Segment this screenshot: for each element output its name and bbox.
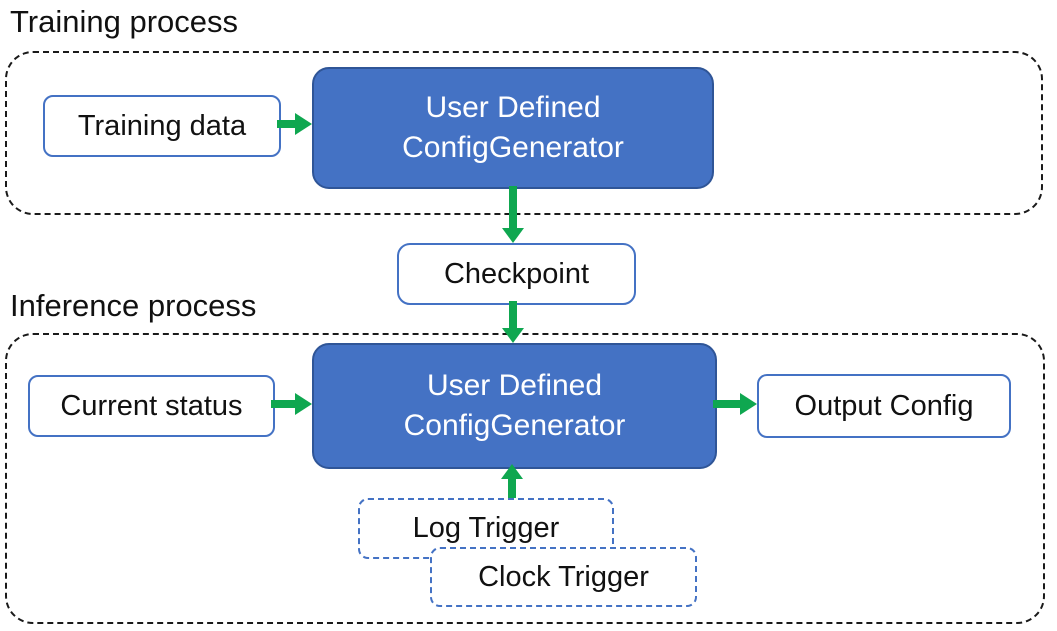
arrow-shaft (277, 120, 295, 128)
arrow-training-data-to-generator (277, 113, 312, 135)
log-trigger-label: Log Trigger (412, 512, 560, 544)
output-config-label: Output Config (794, 389, 974, 422)
arrow-head-down-icon (502, 328, 524, 343)
training-process-container (5, 51, 1043, 215)
training-generator-box: User Defined ConfigGenerator (312, 67, 714, 189)
arrow-shaft (508, 479, 516, 498)
current-status-label: Current status (60, 389, 243, 422)
arrow-head-right-icon (740, 393, 757, 415)
training-process-label: Training process (10, 4, 239, 39)
inference-process-label: Inference process (10, 288, 257, 323)
current-status-box: Current status (28, 375, 275, 437)
arrow-head-right-icon (295, 113, 312, 135)
clock-trigger-label: Clock Trigger (478, 560, 649, 593)
clock-trigger-box: Clock Trigger (430, 547, 697, 607)
arrow-current-status-to-generator (271, 393, 312, 415)
inference-generator-box: User Defined ConfigGenerator (312, 343, 717, 469)
checkpoint-box: Checkpoint (397, 243, 636, 305)
inference-generator-line2: ConfigGenerator (403, 409, 626, 442)
arrow-checkpoint-to-inference-generator (502, 301, 524, 343)
inference-process-container (5, 333, 1045, 624)
arrow-head-right-icon (295, 393, 312, 415)
arrow-shaft (713, 400, 740, 408)
training-data-label: Training data (77, 109, 247, 142)
arrow-head-up-icon (501, 464, 523, 479)
training-data-box: Training data (43, 95, 281, 157)
arrow-shaft (509, 186, 517, 228)
arrow-shaft (509, 301, 517, 328)
arrow-triggers-to-generator (501, 464, 523, 498)
arrow-training-generator-to-checkpoint (502, 186, 524, 243)
output-config-box: Output Config (757, 374, 1011, 438)
arrow-shaft (271, 400, 295, 408)
checkpoint-label: Checkpoint (443, 257, 590, 290)
arrow-generator-to-output-config (713, 393, 757, 415)
arrow-head-down-icon (502, 228, 524, 243)
training-generator-line1: User Defined (425, 91, 601, 125)
inference-generator-line1: User Defined (426, 369, 603, 403)
training-generator-line2: ConfigGenerator (402, 131, 624, 164)
